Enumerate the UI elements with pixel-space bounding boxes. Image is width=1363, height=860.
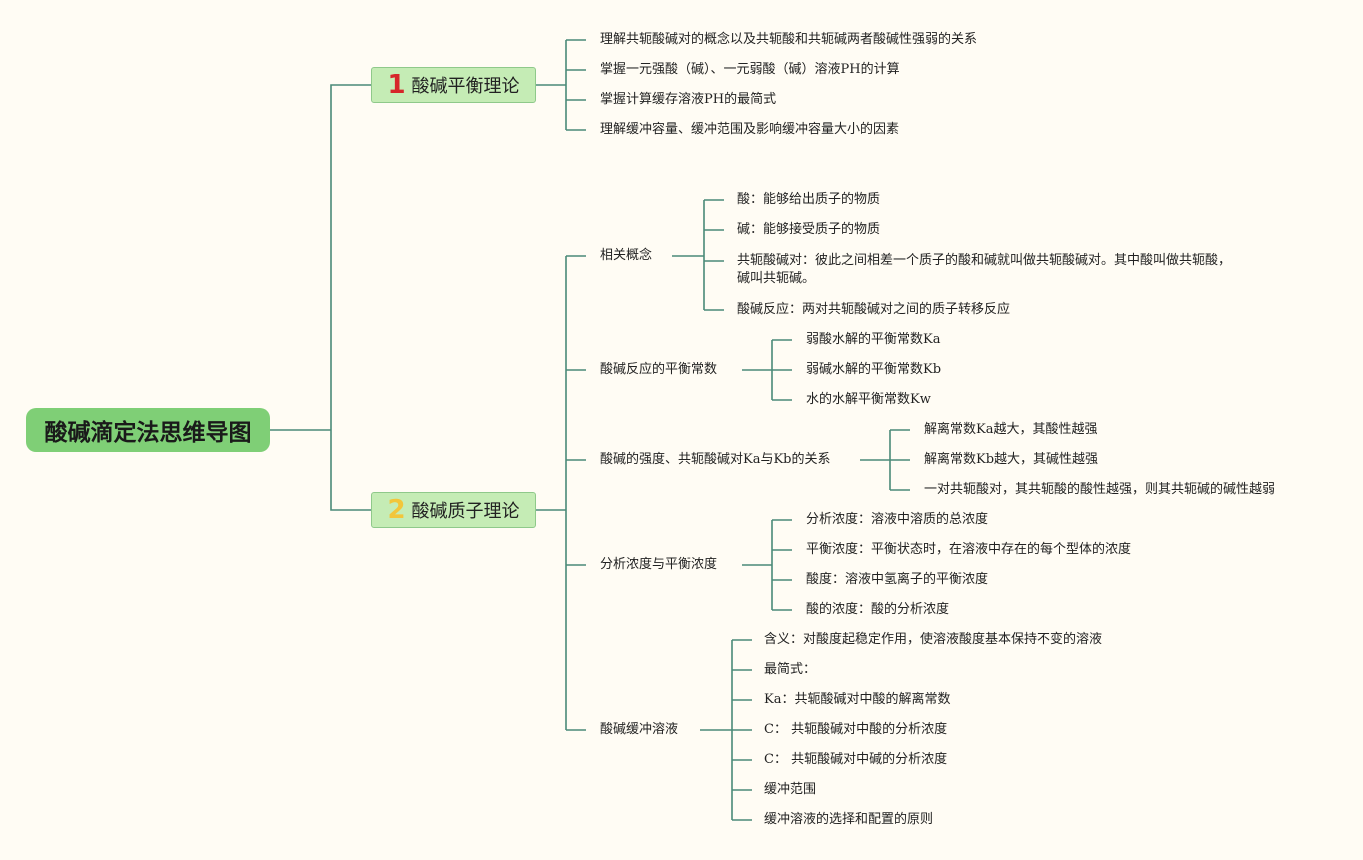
- t3-item-2[interactable]: 解离常数Kb越大，其碱性越强: [924, 452, 1099, 467]
- t2-item-3[interactable]: 水的水解平衡常数Kw: [806, 392, 931, 407]
- branch-node-1[interactable]: 1 酸碱平衡理论: [371, 67, 536, 103]
- topic-4[interactable]: 分析浓度与平衡浓度: [600, 557, 718, 572]
- t4-item-3[interactable]: 酸度：溶液中氢离子的平衡浓度: [806, 572, 989, 587]
- t4-item-2[interactable]: 平衡浓度：平衡状态时，在溶液中存在的每个型体的浓度: [806, 542, 1132, 557]
- t5-item-3[interactable]: Ka：共轭酸碱对中酸的解离常数: [764, 692, 951, 707]
- branch-number-2: 2: [387, 495, 406, 525]
- branch-node-2[interactable]: 2 酸碱质子理论: [371, 492, 536, 528]
- t1-item-4[interactable]: 酸碱反应：两对共轭酸碱对之间的质子转移反应: [737, 302, 1011, 317]
- root-node[interactable]: 酸碱滴定法思维导图: [26, 408, 270, 452]
- t4-item-1[interactable]: 分析浓度：溶液中溶质的总浓度: [806, 512, 989, 527]
- b1-item-1[interactable]: 理解共轭酸碱对的概念以及共轭酸和共轭碱两者酸碱性强弱的关系: [600, 32, 978, 47]
- topic-3[interactable]: 酸碱的强度、共轭酸碱对Ka与Kb的关系: [600, 452, 831, 467]
- branch-number-1: 1: [387, 70, 406, 100]
- t5-item-7[interactable]: 缓冲溶液的选择和配置的原则: [764, 812, 934, 827]
- t4-item-4[interactable]: 酸的浓度：酸的分析浓度: [806, 602, 950, 617]
- t5-item-5[interactable]: C： 共轭酸碱对中碱的分析浓度: [764, 752, 948, 767]
- branch-label-2: 酸碱质子理论: [411, 501, 520, 522]
- topic-1[interactable]: 相关概念: [600, 248, 653, 263]
- b1-item-2[interactable]: 掌握一元强酸（碱）、一元弱酸（碱）溶液PH的计算: [600, 62, 900, 77]
- t5-item-2[interactable]: 最简式：: [764, 662, 817, 677]
- b1-item-4[interactable]: 理解缓冲容量、缓冲范围及影响缓冲容量大小的因素: [600, 122, 900, 137]
- t1-item-1[interactable]: 酸：能够给出质子的物质: [737, 192, 881, 207]
- topic-5[interactable]: 酸碱缓冲溶液: [600, 722, 679, 737]
- topic-2[interactable]: 酸碱反应的平衡常数: [600, 362, 718, 377]
- branch-label-1: 酸碱平衡理论: [411, 76, 520, 97]
- t1-item-2[interactable]: 碱：能够接受质子的物质: [737, 222, 881, 237]
- root-label: 酸碱滴定法思维导图: [44, 420, 252, 446]
- t3-item-1[interactable]: 解离常数Ka越大，其酸性越强: [924, 422, 1098, 437]
- t2-item-2[interactable]: 弱碱水解的平衡常数Kb: [806, 362, 942, 377]
- t3-item-3[interactable]: 一对共轭酸对，其共轭酸的酸性越强，则其共轭碱的碱性越弱: [924, 482, 1276, 497]
- b1-item-3[interactable]: 掌握计算缓存溶液PH的最简式: [600, 92, 777, 107]
- t5-item-6[interactable]: 缓冲范围: [764, 782, 817, 797]
- t5-item-1[interactable]: 含义：对酸度起稳定作用，使溶液酸度基本保持不变的溶液: [764, 632, 1103, 647]
- t5-item-4[interactable]: C： 共轭酸碱对中酸的分析浓度: [764, 722, 948, 737]
- t2-item-1[interactable]: 弱酸水解的平衡常数Ka: [806, 332, 941, 347]
- t1-item-3[interactable]: 共轭酸碱对：彼此之间相差一个质子的酸和碱就叫做共轭酸碱对。其中酸叫做共轭酸，碱叫…: [737, 253, 1232, 286]
